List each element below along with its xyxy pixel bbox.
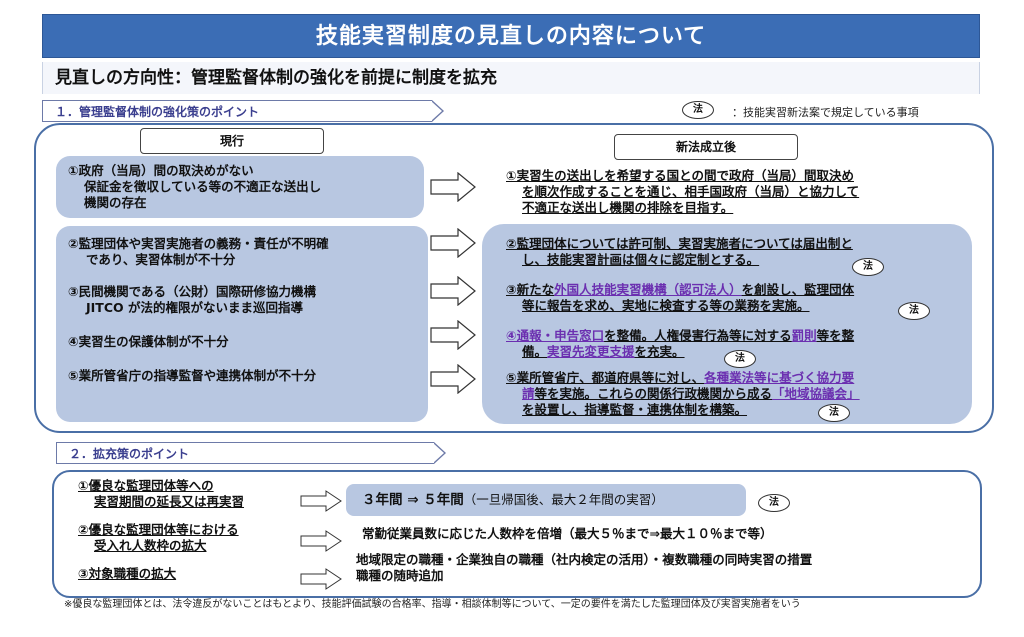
section2-heading-text: ２．拡充策のポイント bbox=[69, 447, 190, 461]
section1-heading: １．管理監督体制の強化策のポイント bbox=[42, 100, 444, 122]
new-item-2: ②監理団体については許可制、実習実施者については届出制と し、技能実習計画は個々… bbox=[506, 236, 853, 267]
new-item-3: ③新たな外国人技能実習機構（認可法人）を創設し、監理団体 等に報告を求め、実地に… bbox=[506, 282, 855, 313]
law-legend-badge: 法 bbox=[682, 101, 714, 119]
footnote: ※優良な監理団体とは、法令違反がないことはもとより、技能評価試験の合格率、指導・… bbox=[64, 599, 801, 610]
section2-frame bbox=[52, 470, 982, 598]
expansion-item-1-label: ①優良な監理団体等への 実習期間の延長又は再実習 bbox=[78, 478, 245, 509]
law-badge: 法 bbox=[724, 350, 756, 368]
current-item-2: ②監理団体や実習実施者の義務・責任が不明確 であり、実習体制が不十分 bbox=[68, 236, 329, 267]
legend-text: ：技能実習新法案で規定している事項 bbox=[732, 106, 919, 119]
section1-heading-text: １．管理監督体制の強化策のポイント bbox=[55, 105, 260, 119]
law-badge: 法 bbox=[898, 302, 930, 320]
arrow-right-icon bbox=[430, 172, 476, 202]
tab-current: 現行 bbox=[140, 128, 324, 154]
current-item-1-box bbox=[56, 156, 424, 218]
new-item-5: ⑤業所管省庁、都道府県等に対し、各種業法等に基づく協力要 請等を実施。これらの関… bbox=[506, 370, 860, 417]
arrow-right-icon bbox=[300, 568, 342, 590]
section1-frame bbox=[34, 123, 994, 433]
tab-new-law: 新法成立後 bbox=[614, 134, 798, 160]
law-badge: 法 bbox=[852, 258, 884, 276]
arrow-right-icon bbox=[300, 530, 342, 552]
new-items-box bbox=[482, 224, 972, 424]
current-item-1: ①政府（当局）間の取決めがない 保証金を徴収している等の不適正な送出し 機関の存… bbox=[68, 163, 322, 210]
new-item-1: ①実習生の送出しを希望する国との間で政府（当局）間取決め を順次作成することを通… bbox=[506, 168, 860, 215]
direction-heading: 見直しの方向性：管理監督体制の強化を前提に制度を拡充 bbox=[42, 62, 980, 94]
current-items-box bbox=[56, 226, 428, 422]
law-badge: 法 bbox=[818, 404, 850, 422]
arrow-right-icon bbox=[430, 228, 476, 258]
expansion-item-3-detail: 地域限定の職種・企業独自の職種（社内検定の活用）・複数職種の同時実習の措置 職種… bbox=[356, 552, 813, 583]
expansion-item-3-label: ③対象職種の拡大 bbox=[78, 566, 177, 581]
arrow-right-icon bbox=[300, 490, 342, 512]
expansion-item-2-label: ②優良な監理団体等における 受入れ人数枠の拡大 bbox=[78, 522, 239, 553]
arrow-right-icon bbox=[430, 276, 476, 306]
expansion-item-1-detail: ３年間 ⇒ ５年間（一旦帰国後、最大２年間の実習） bbox=[362, 492, 664, 508]
expansion-item-2-detail: 常勤従業員数に応じた人数枠を倍増（最大５％まで⇒最大１０％まで等） bbox=[362, 526, 773, 541]
current-item-3: ③民間機関である（公財）国際研修協力機構 JITCO が法的権限がないまま巡回指… bbox=[68, 284, 316, 315]
current-item-4: ④実習生の保護体制が不十分 bbox=[68, 334, 229, 349]
new-item-4: ④通報・申告窓口を整備。人権侵害行為等に対する罰則等を整 備。実習先変更支援を充… bbox=[506, 328, 855, 359]
arrow-right-icon bbox=[430, 320, 476, 350]
page-title: 技能実習制度の見直しの内容について bbox=[42, 14, 980, 58]
law-badge: 法 bbox=[758, 494, 790, 512]
section2-heading: ２．拡充策のポイント bbox=[56, 442, 446, 464]
expansion-item-1-box bbox=[346, 484, 746, 516]
current-item-5: ⑤業所管省庁の指導監督や連携体制が不十分 bbox=[68, 368, 317, 383]
arrow-right-icon bbox=[430, 364, 476, 394]
